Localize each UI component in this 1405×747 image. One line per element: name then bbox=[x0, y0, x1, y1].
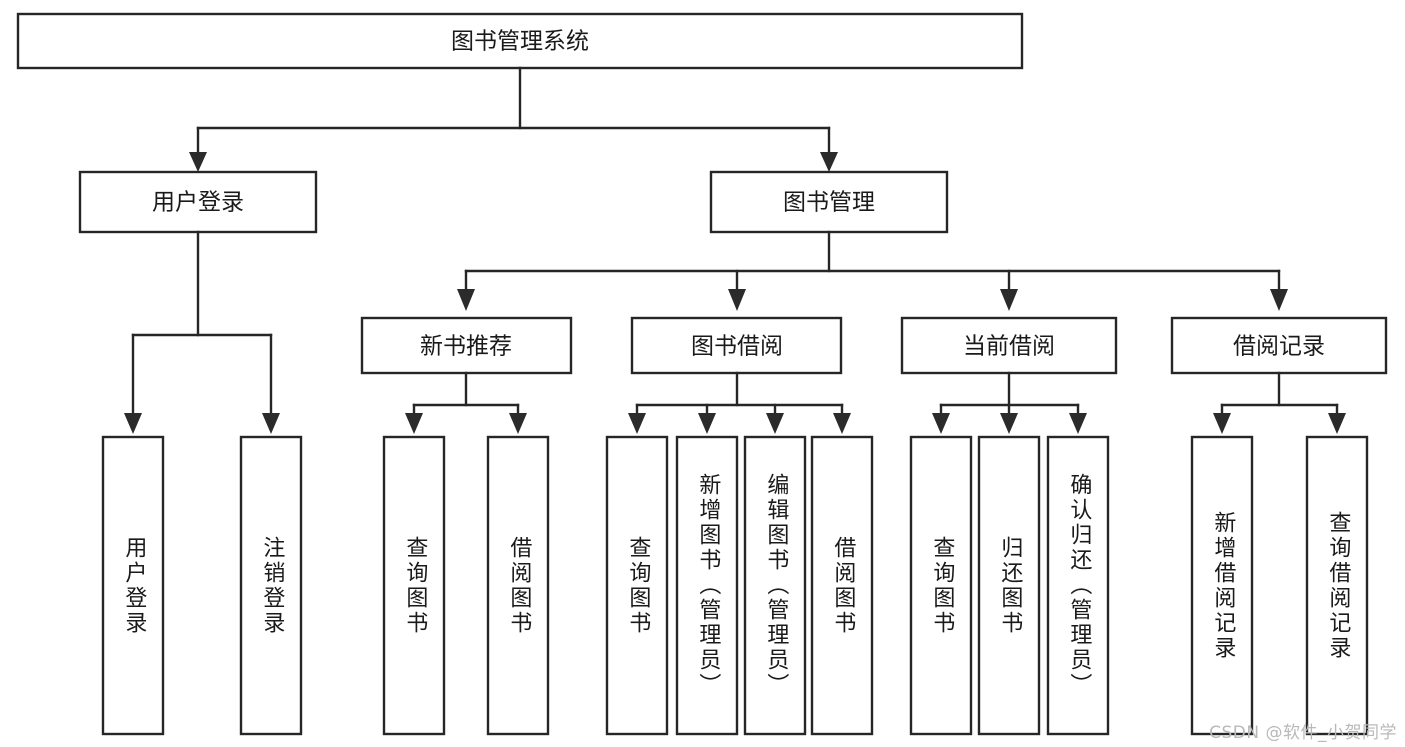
node-new-book-recommend-label: 新书推荐 bbox=[420, 334, 512, 360]
arrow-head-icon bbox=[1069, 413, 1087, 434]
connector-book-borrow-to-leaves bbox=[628, 371, 851, 434]
node-borrow-record[interactable]: 借阅记录 bbox=[1170, 316, 1388, 375]
connector-current-borrow-to-leaves bbox=[932, 371, 1087, 434]
leaf-box-edit-book-admin[interactable] bbox=[743, 435, 807, 736]
node-book-management-label: 图书管理 bbox=[783, 190, 875, 216]
node-book-management[interactable]: 图书管理 bbox=[709, 170, 949, 234]
arrow-head-icon bbox=[1000, 413, 1018, 434]
leaf-box-add-book-admin[interactable] bbox=[675, 435, 739, 736]
arrow-head-icon bbox=[189, 152, 207, 172]
connector-book-management-to-level3 bbox=[457, 230, 1288, 311]
leaf-box-add-borrow-record[interactable] bbox=[1190, 435, 1254, 736]
arrow-head-icon bbox=[405, 413, 423, 434]
connector-root-to-level2 bbox=[189, 66, 838, 172]
node-root-system[interactable]: 图书管理系统 bbox=[16, 12, 1024, 70]
arrow-head-icon bbox=[1213, 413, 1231, 434]
arrow-head-icon bbox=[728, 289, 746, 311]
leaf-box-logout[interactable] bbox=[239, 435, 303, 736]
arrow-head-icon bbox=[124, 413, 142, 434]
connector-user-login-to-leaves bbox=[124, 230, 280, 434]
arrow-head-icon bbox=[698, 413, 716, 434]
node-new-book-recommend-box bbox=[360, 316, 573, 375]
arrow-head-icon bbox=[1000, 289, 1018, 311]
node-root-system-box bbox=[16, 12, 1024, 70]
node-user-login[interactable]: 用户登录 bbox=[78, 170, 318, 234]
node-root-system-label: 图书管理系统 bbox=[451, 29, 589, 55]
arrow-head-icon bbox=[833, 413, 851, 434]
arrow-head-icon bbox=[628, 413, 646, 434]
leaf-box-query-borrow-record[interactable] bbox=[1305, 435, 1369, 736]
arrow-head-icon bbox=[1270, 289, 1288, 311]
node-current-borrow-label: 当前借阅 bbox=[963, 334, 1055, 360]
leaf-box-query-book-3[interactable] bbox=[909, 435, 973, 736]
leaf-box-return-book[interactable] bbox=[977, 435, 1041, 736]
arrow-head-icon bbox=[932, 413, 950, 434]
leaf-box-confirm-return-admin[interactable] bbox=[1046, 435, 1110, 736]
leaf-box-user-login[interactable] bbox=[101, 435, 165, 736]
leaf-box-borrow-book-2[interactable] bbox=[810, 435, 874, 736]
node-borrow-record-label: 借阅记录 bbox=[1233, 334, 1325, 360]
node-book-borrow[interactable]: 图书借阅 bbox=[630, 316, 843, 375]
node-current-borrow[interactable]: 当前借阅 bbox=[900, 316, 1118, 375]
leaf-box-borrow-book-1[interactable] bbox=[486, 435, 550, 736]
node-book-borrow-label: 图书借阅 bbox=[691, 334, 783, 360]
arrow-head-icon bbox=[457, 289, 475, 311]
arrow-head-icon bbox=[766, 413, 784, 434]
node-new-book-recommend[interactable]: 新书推荐 bbox=[360, 316, 573, 375]
watermark: CSDN @软件_小贺同学 bbox=[1209, 723, 1397, 743]
node-user-login-label: 用户登录 bbox=[152, 190, 244, 216]
arrow-head-icon bbox=[262, 413, 280, 434]
node-user-login-box bbox=[78, 170, 318, 234]
arrow-head-icon bbox=[509, 413, 527, 434]
connector-borrow-record-to-leaves bbox=[1213, 371, 1346, 434]
leaf-box-query-book-1[interactable] bbox=[382, 435, 446, 736]
leaf-box-query-book-2[interactable] bbox=[605, 435, 669, 736]
arrow-head-icon bbox=[820, 152, 838, 172]
connector-new-book-recommend-to-leaves bbox=[405, 371, 527, 434]
node-current-borrow-box bbox=[900, 316, 1118, 375]
arrow-head-icon bbox=[1328, 413, 1346, 434]
